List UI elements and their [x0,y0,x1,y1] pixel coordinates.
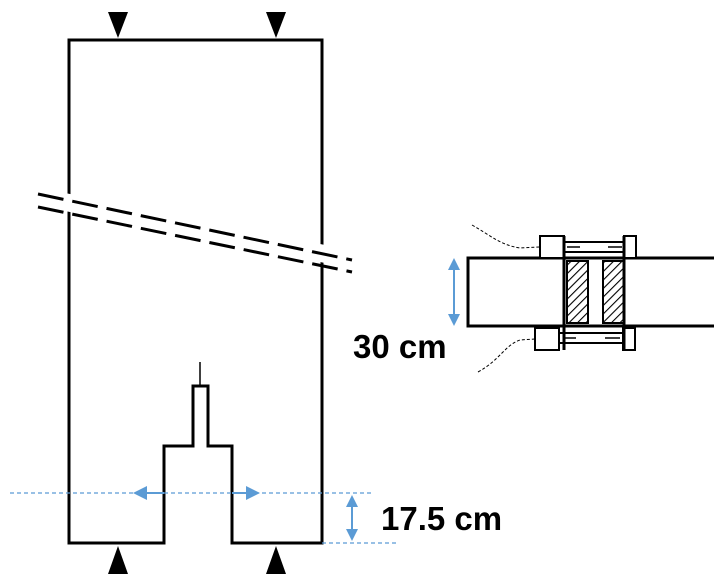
notch-dimension: 17.5 cm [322,495,502,544]
top-load-left-icon [108,12,128,38]
height-dimension: 30 cm [353,258,460,365]
notch-dim-bottom-arrow-icon [346,529,358,541]
detail-beam [466,256,714,328]
beam-outline [67,38,324,545]
break-line-upper [37,192,353,262]
top-wire [471,224,541,249]
notch-dim-top-arrow-icon [346,495,358,507]
break-lines [37,192,353,274]
specimen-beam [60,38,340,545]
right-arrowhead-icon [246,486,260,500]
clamp-detail [466,224,714,373]
height-dim-bottom-arrow-icon [448,314,460,326]
hatched-plate-right [602,260,625,324]
top-load-points [108,12,286,38]
height-dim-top-arrow-icon [448,258,460,270]
top-bolt-block [539,235,565,259]
bottom-wire [477,338,536,373]
top-load-right-icon [266,12,286,38]
break-line-lower [37,205,353,274]
hatched-plate-left [566,260,589,324]
height-dimension-label: 30 cm [353,328,447,365]
clip-gauge-level [10,486,372,500]
bottom-supports [108,546,286,574]
top-bolt-nut [623,235,637,259]
bottom-support-right-icon [266,546,286,574]
left-arrowhead-icon [133,486,147,500]
bottom-support-left-icon [108,546,128,574]
notch-dimension-label: 17.5 cm [381,500,502,537]
bottom-bolt-block [534,327,560,351]
